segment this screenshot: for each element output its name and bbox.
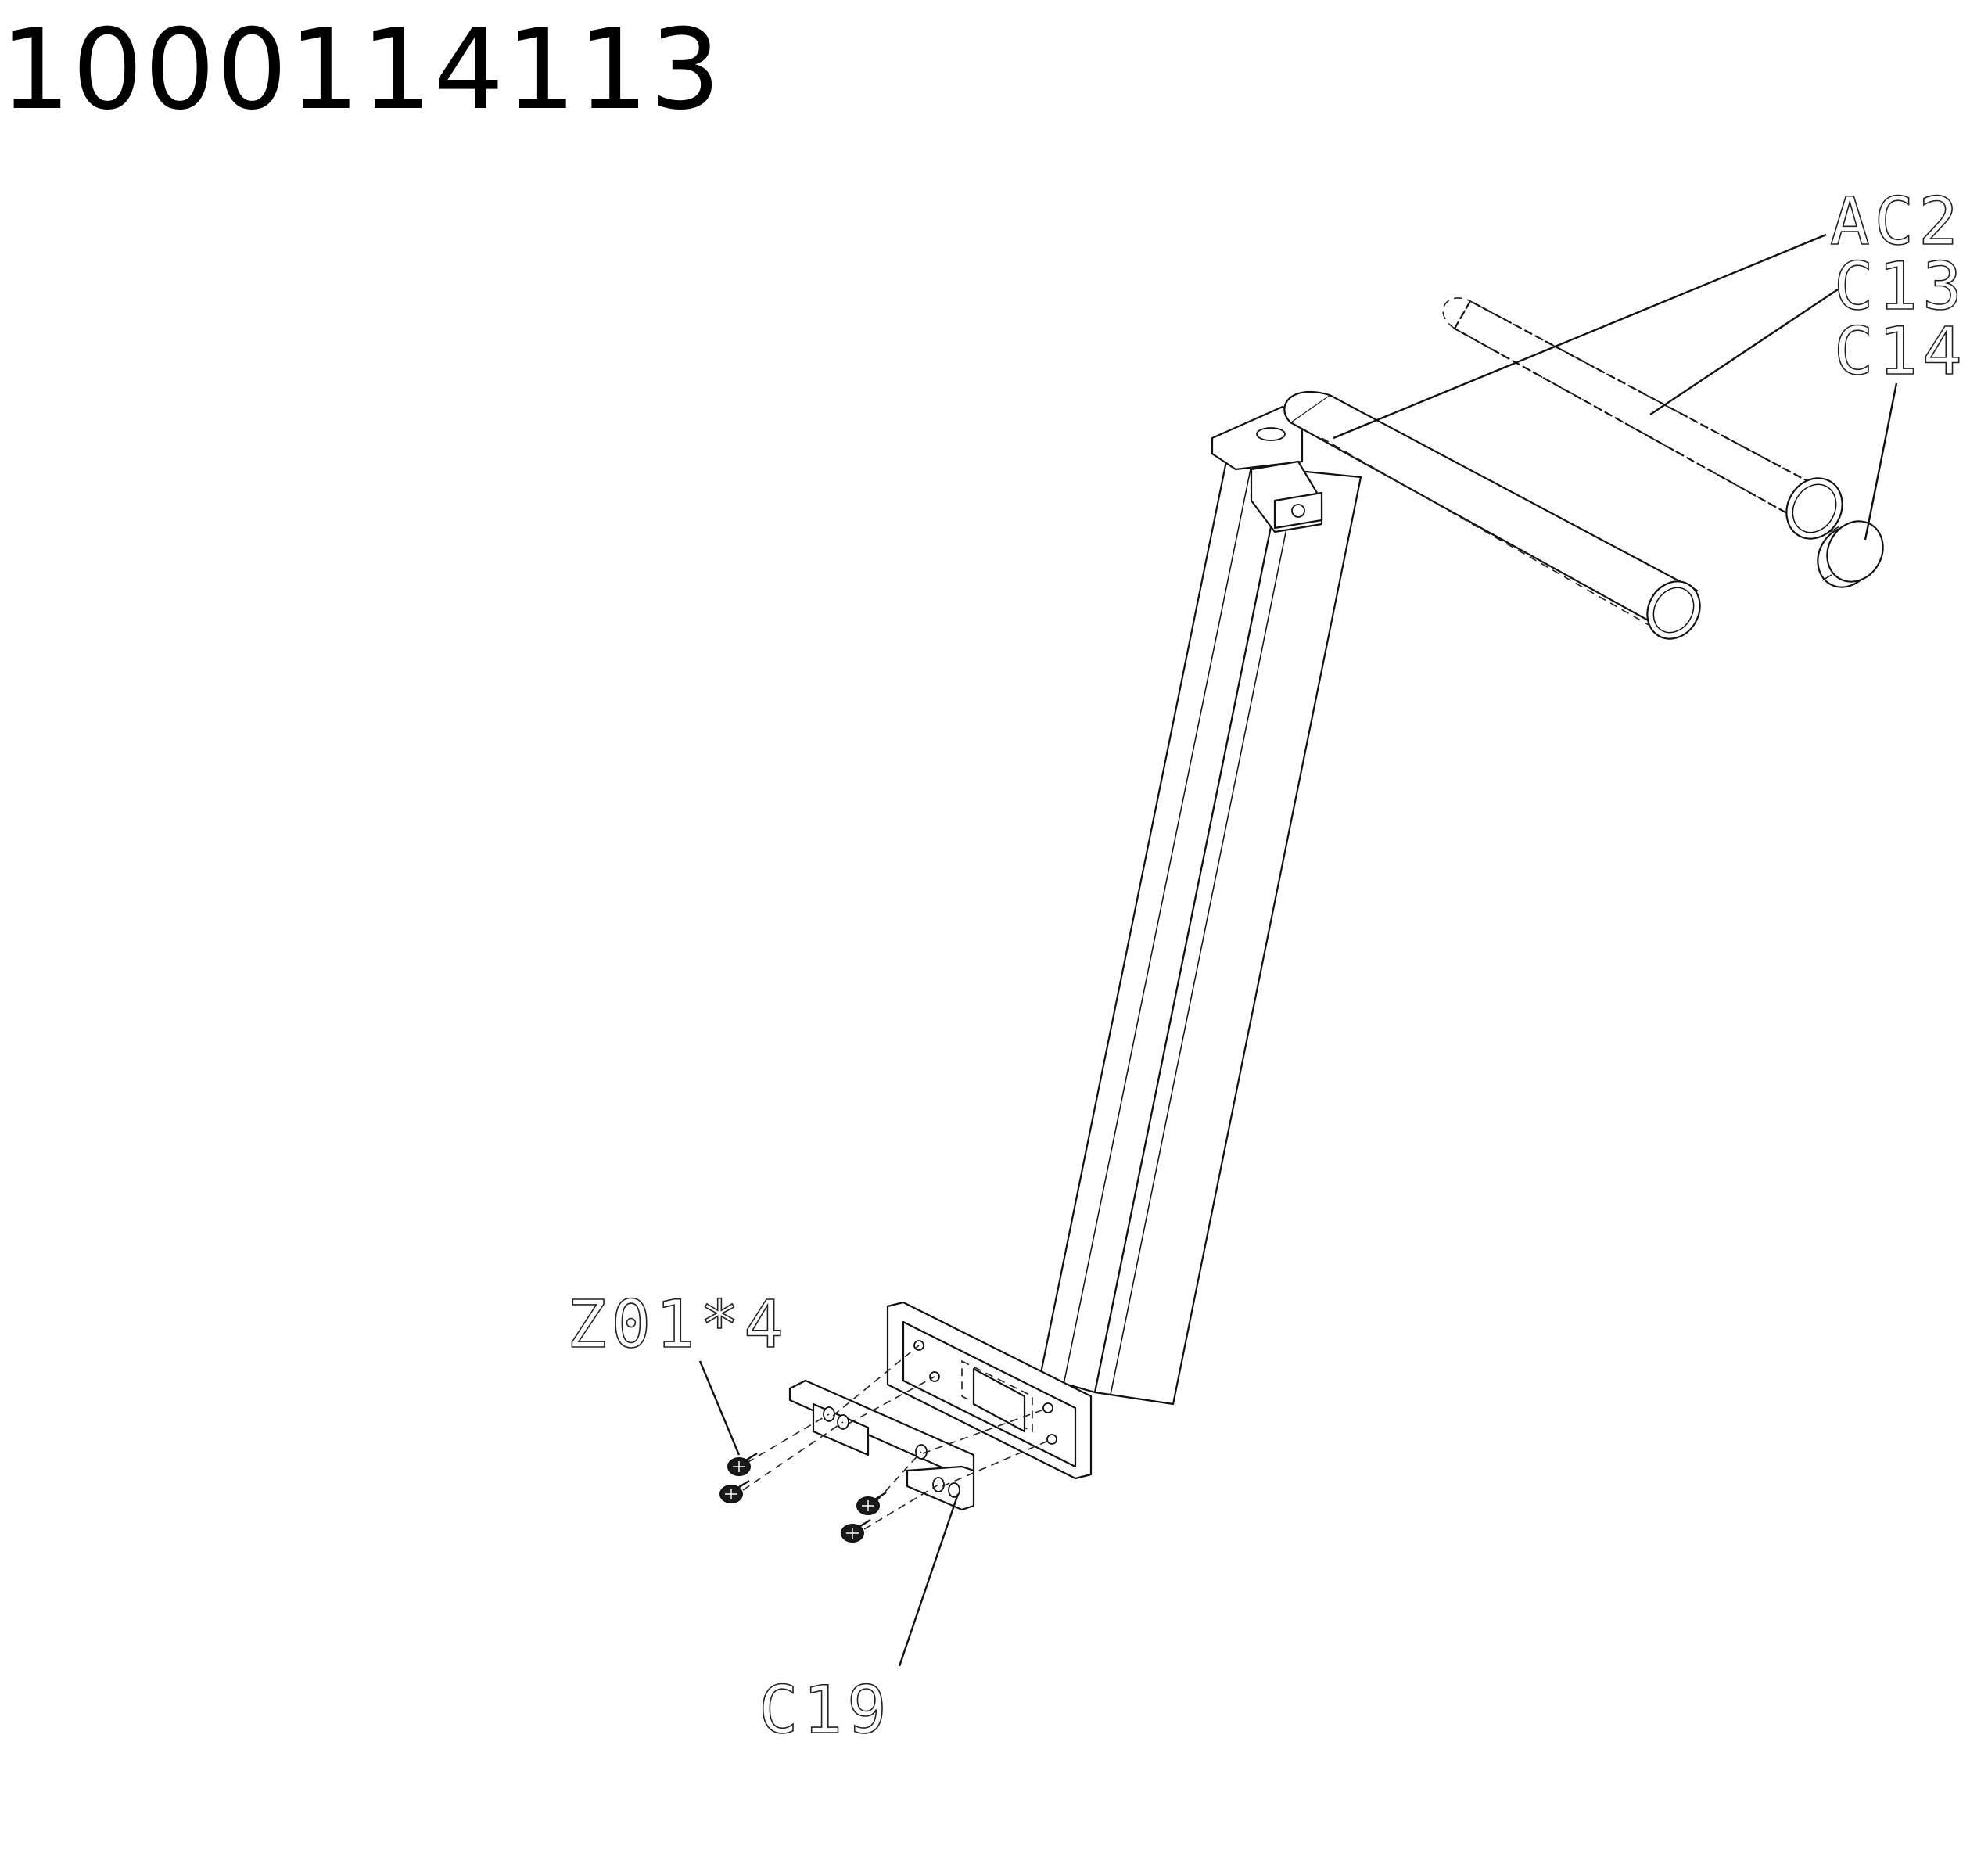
leader-z01 [698, 1360, 741, 1456]
leader-c13 [1649, 289, 1839, 415]
screw [856, 1491, 887, 1515]
tube-ac2 [1283, 390, 1701, 640]
screw [841, 1518, 871, 1543]
callout-z01: Z01*4 [567, 1286, 788, 1363]
base-plate [886, 1301, 1093, 1480]
leader-ac2 [1333, 233, 1827, 440]
end-cap-c14 [1817, 520, 1884, 588]
screw [719, 1479, 750, 1503]
tube-c13 [1442, 297, 1843, 540]
screw [727, 1452, 758, 1476]
screws-z01 [719, 1452, 887, 1543]
drawing-number: 1000114113 [0, 5, 722, 135]
top-bracket [1211, 405, 1323, 533]
alignment-lines [742, 1345, 1053, 1530]
upright-post [1039, 452, 1362, 1406]
callout-ac2: AC2 [1830, 183, 1963, 260]
leader-c14 [1864, 382, 1898, 541]
callout-c13: C13 [1834, 248, 1967, 325]
callout-c14: C14 [1834, 313, 1967, 390]
leader-c19 [898, 1493, 960, 1667]
leader-lines [698, 233, 1898, 1667]
callout-c19: C19 [759, 1672, 892, 1748]
